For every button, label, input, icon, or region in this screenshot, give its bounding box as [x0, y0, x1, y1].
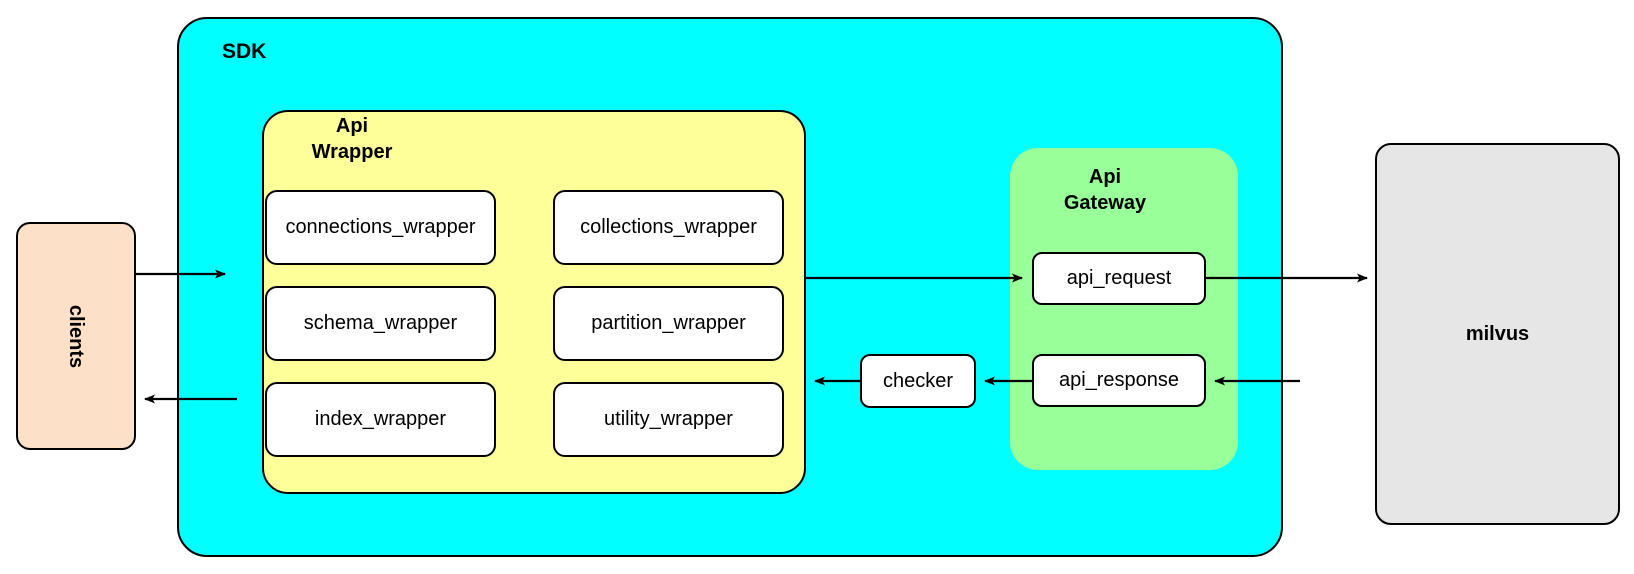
- api-gateway-container: [1010, 148, 1238, 470]
- api-gateway-label-line2: Gateway: [1063, 192, 1147, 214]
- cell-schema-wrapper[interactable]: schema_wrapper: [265, 286, 496, 361]
- cell-api-response[interactable]: api_response: [1032, 354, 1206, 407]
- cell-utility-wrapper[interactable]: utility_wrapper: [553, 382, 784, 457]
- checker-box[interactable]: checker: [860, 354, 976, 408]
- api-gateway-label-line1: Api: [1088, 166, 1122, 188]
- api-gateway-label: Api Gateway: [1010, 164, 1200, 216]
- cell-partition-wrapper[interactable]: partition_wrapper: [553, 286, 784, 361]
- api-wrapper-label-line2: Wrapper: [311, 141, 393, 163]
- cell-index-wrapper[interactable]: index_wrapper: [265, 382, 496, 457]
- sdk-label: SDK: [222, 40, 267, 63]
- api-wrapper-label: Api Wrapper: [262, 113, 442, 165]
- clients-label: clients: [65, 304, 88, 368]
- cell-connections-wrapper[interactable]: connections_wrapper: [265, 190, 496, 265]
- api-wrapper-label-line1: Api: [335, 115, 369, 137]
- cell-collections-wrapper[interactable]: collections_wrapper: [553, 190, 784, 265]
- milvus-box[interactable]: milvus: [1375, 143, 1620, 525]
- cell-api-request[interactable]: api_request: [1032, 252, 1206, 305]
- clients-box[interactable]: clients: [16, 222, 136, 450]
